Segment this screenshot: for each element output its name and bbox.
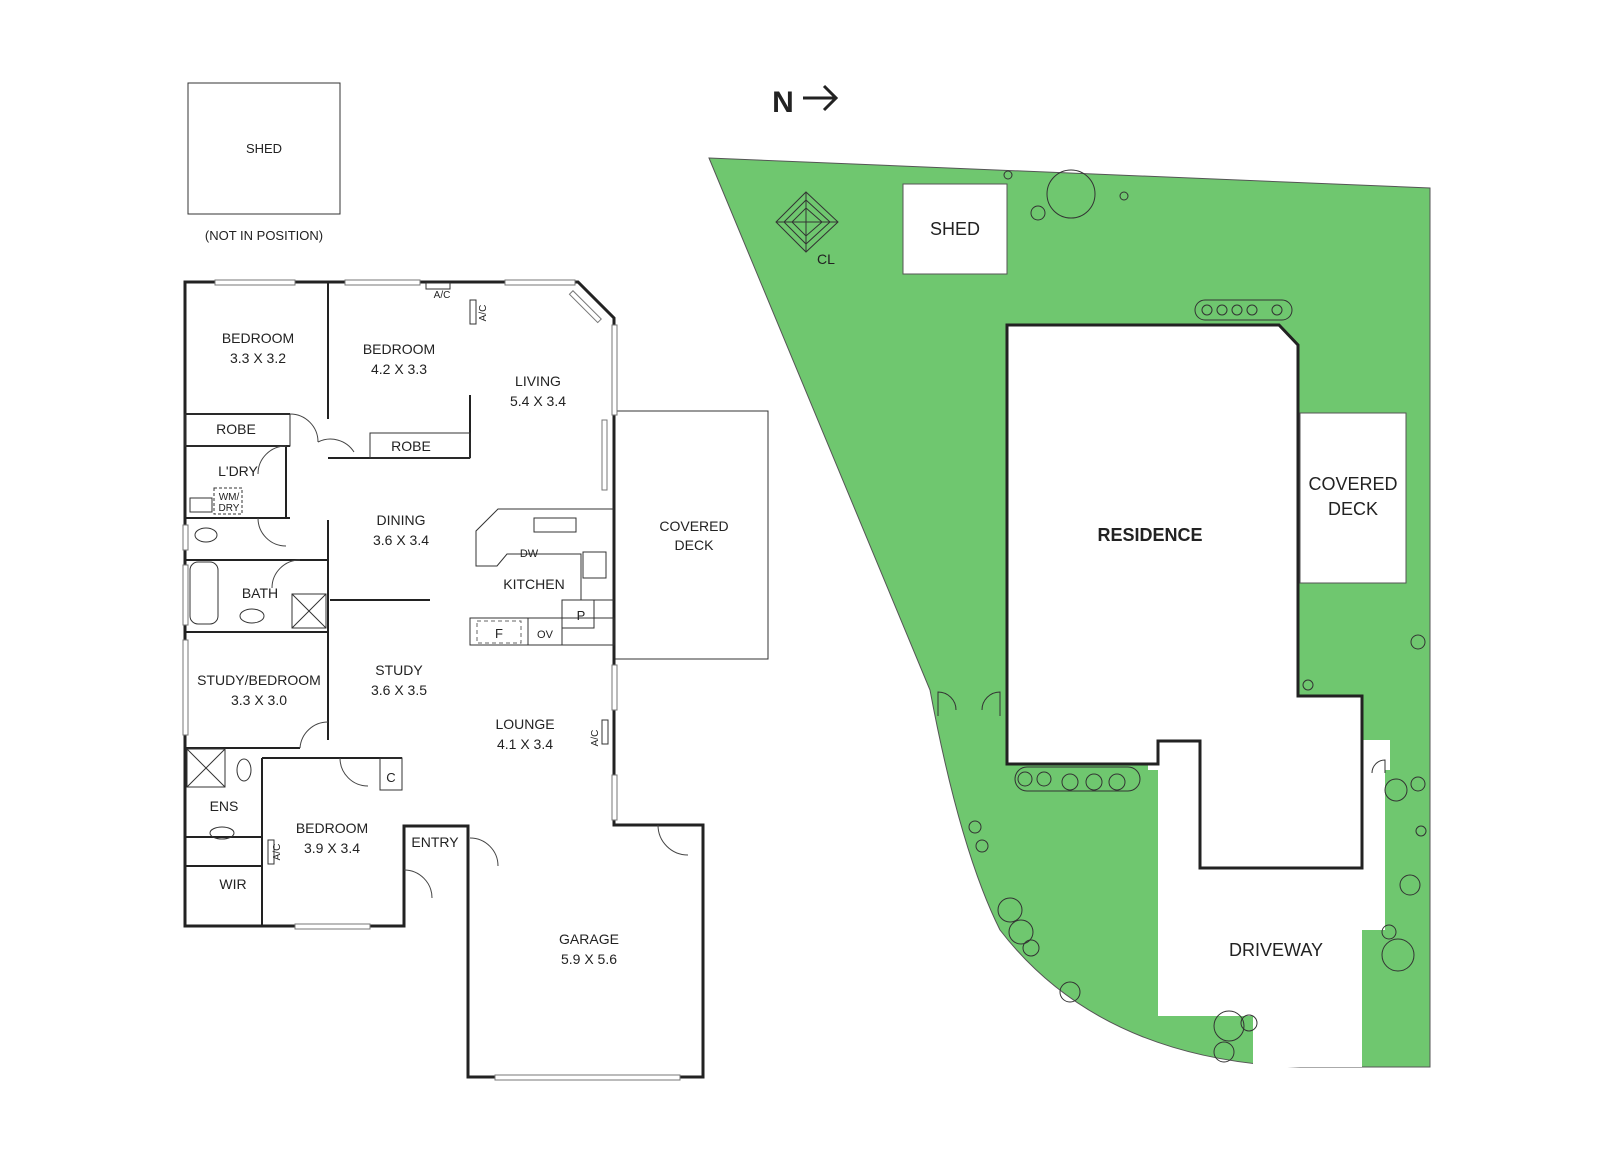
site-covered-deck — [1299, 412, 1407, 584]
study-dims: 3.6 X 3.5 — [371, 682, 427, 698]
study-name: STUDY — [375, 662, 423, 678]
cupboard-label: C — [386, 770, 395, 785]
lounge-name: LOUNGE — [495, 716, 554, 732]
bedroom-3-name: BEDROOM — [296, 820, 368, 836]
garage-dims: 5.9 X 5.6 — [561, 951, 617, 967]
oven-label: OV — [537, 629, 554, 641]
pantry-label: P — [577, 608, 586, 623]
ens-label: ENS — [210, 798, 239, 814]
bedroom-2-dims: 4.2 X 3.3 — [371, 361, 427, 377]
north-compass: N — [772, 84, 839, 119]
covered-deck-outline — [612, 410, 769, 660]
ac-label-2: A/C — [478, 305, 489, 322]
trees-shrubs — [968, 169, 1427, 1063]
fixtures — [186, 282, 609, 865]
shed-note: (NOT IN POSITION) — [205, 228, 323, 243]
ac-label-4: A/C — [272, 844, 283, 861]
site-covered-deck-label-1: COVERED — [1308, 474, 1397, 494]
bedroom-1-name: BEDROOM — [222, 330, 294, 346]
laundry-label: L'DRY — [218, 463, 258, 479]
bedroom-3-dims: 3.9 X 3.4 — [304, 840, 360, 856]
driveway-label: DRIVEWAY — [1229, 940, 1323, 960]
lounge-dims: 4.1 X 3.4 — [497, 736, 553, 752]
residence-footprint — [1005, 323, 1364, 870]
ac-label-1: A/C — [434, 290, 451, 301]
study-bedroom-name: STUDY/BEDROOM — [197, 672, 321, 688]
kitchen-label: KITCHEN — [503, 576, 564, 592]
living-dims: 5.4 X 3.4 — [510, 393, 566, 409]
wir-label: WIR — [219, 876, 246, 892]
site-plan: SHED CL DRIVEWAY COVERED DECK RESIDENCE — [708, 157, 1431, 1068]
gate-icon — [937, 691, 1386, 774]
bath-label: BATH — [242, 585, 278, 601]
site-shed-label: SHED — [930, 219, 980, 239]
bedroom-2-name: BEDROOM — [363, 341, 435, 357]
bedroom-1-dims: 3.3 X 3.2 — [230, 350, 286, 366]
covered-deck-label-2: DECK — [675, 537, 715, 553]
garage-name: GARAGE — [559, 931, 619, 947]
covered-deck-label-1: COVERED — [659, 518, 728, 534]
residence-label: RESIDENCE — [1097, 525, 1202, 545]
robe-1-box — [184, 413, 291, 447]
study-bedroom-dims: 3.3 X 3.0 — [231, 692, 287, 708]
clothesline-label: CL — [817, 251, 835, 267]
fridge-label: F — [495, 626, 503, 641]
windows — [182, 279, 681, 1081]
robe-2-label: ROBE — [391, 438, 431, 454]
clothesline-icon — [775, 191, 839, 253]
house-floor-plan: BEDROOM 3.3 X 3.2 BEDROOM 4.2 X 3.3 LIVI… — [182, 279, 769, 1081]
shed-label: SHED — [246, 141, 282, 156]
dw-label: DW — [520, 548, 539, 560]
site-covered-deck-label-2: DECK — [1328, 499, 1378, 519]
robe-2-box — [369, 432, 471, 459]
living-name: LIVING — [515, 373, 561, 389]
compass-letter: N — [772, 86, 794, 119]
kitchen-bench — [469, 508, 615, 646]
wm-label: WM/ — [219, 492, 240, 503]
fridge-space — [476, 620, 522, 644]
dining-name: DINING — [377, 512, 426, 528]
north-arrow-icon — [803, 84, 839, 112]
ac-label-3: A/C — [590, 730, 601, 747]
dry-label: DRY — [219, 503, 240, 514]
room-labels: BEDROOM 3.3 X 3.2 BEDROOM 4.2 X 3.3 LIVI… — [197, 290, 728, 967]
dining-dims: 3.6 X 3.4 — [373, 532, 429, 548]
door-swings — [257, 413, 689, 899]
detached-shed: SHED (NOT IN POSITION) — [187, 82, 341, 243]
outer-wall — [183, 280, 705, 1079]
entry-label: ENTRY — [411, 834, 459, 850]
site-shed — [902, 183, 1008, 275]
robe-1-label: ROBE — [216, 421, 256, 437]
